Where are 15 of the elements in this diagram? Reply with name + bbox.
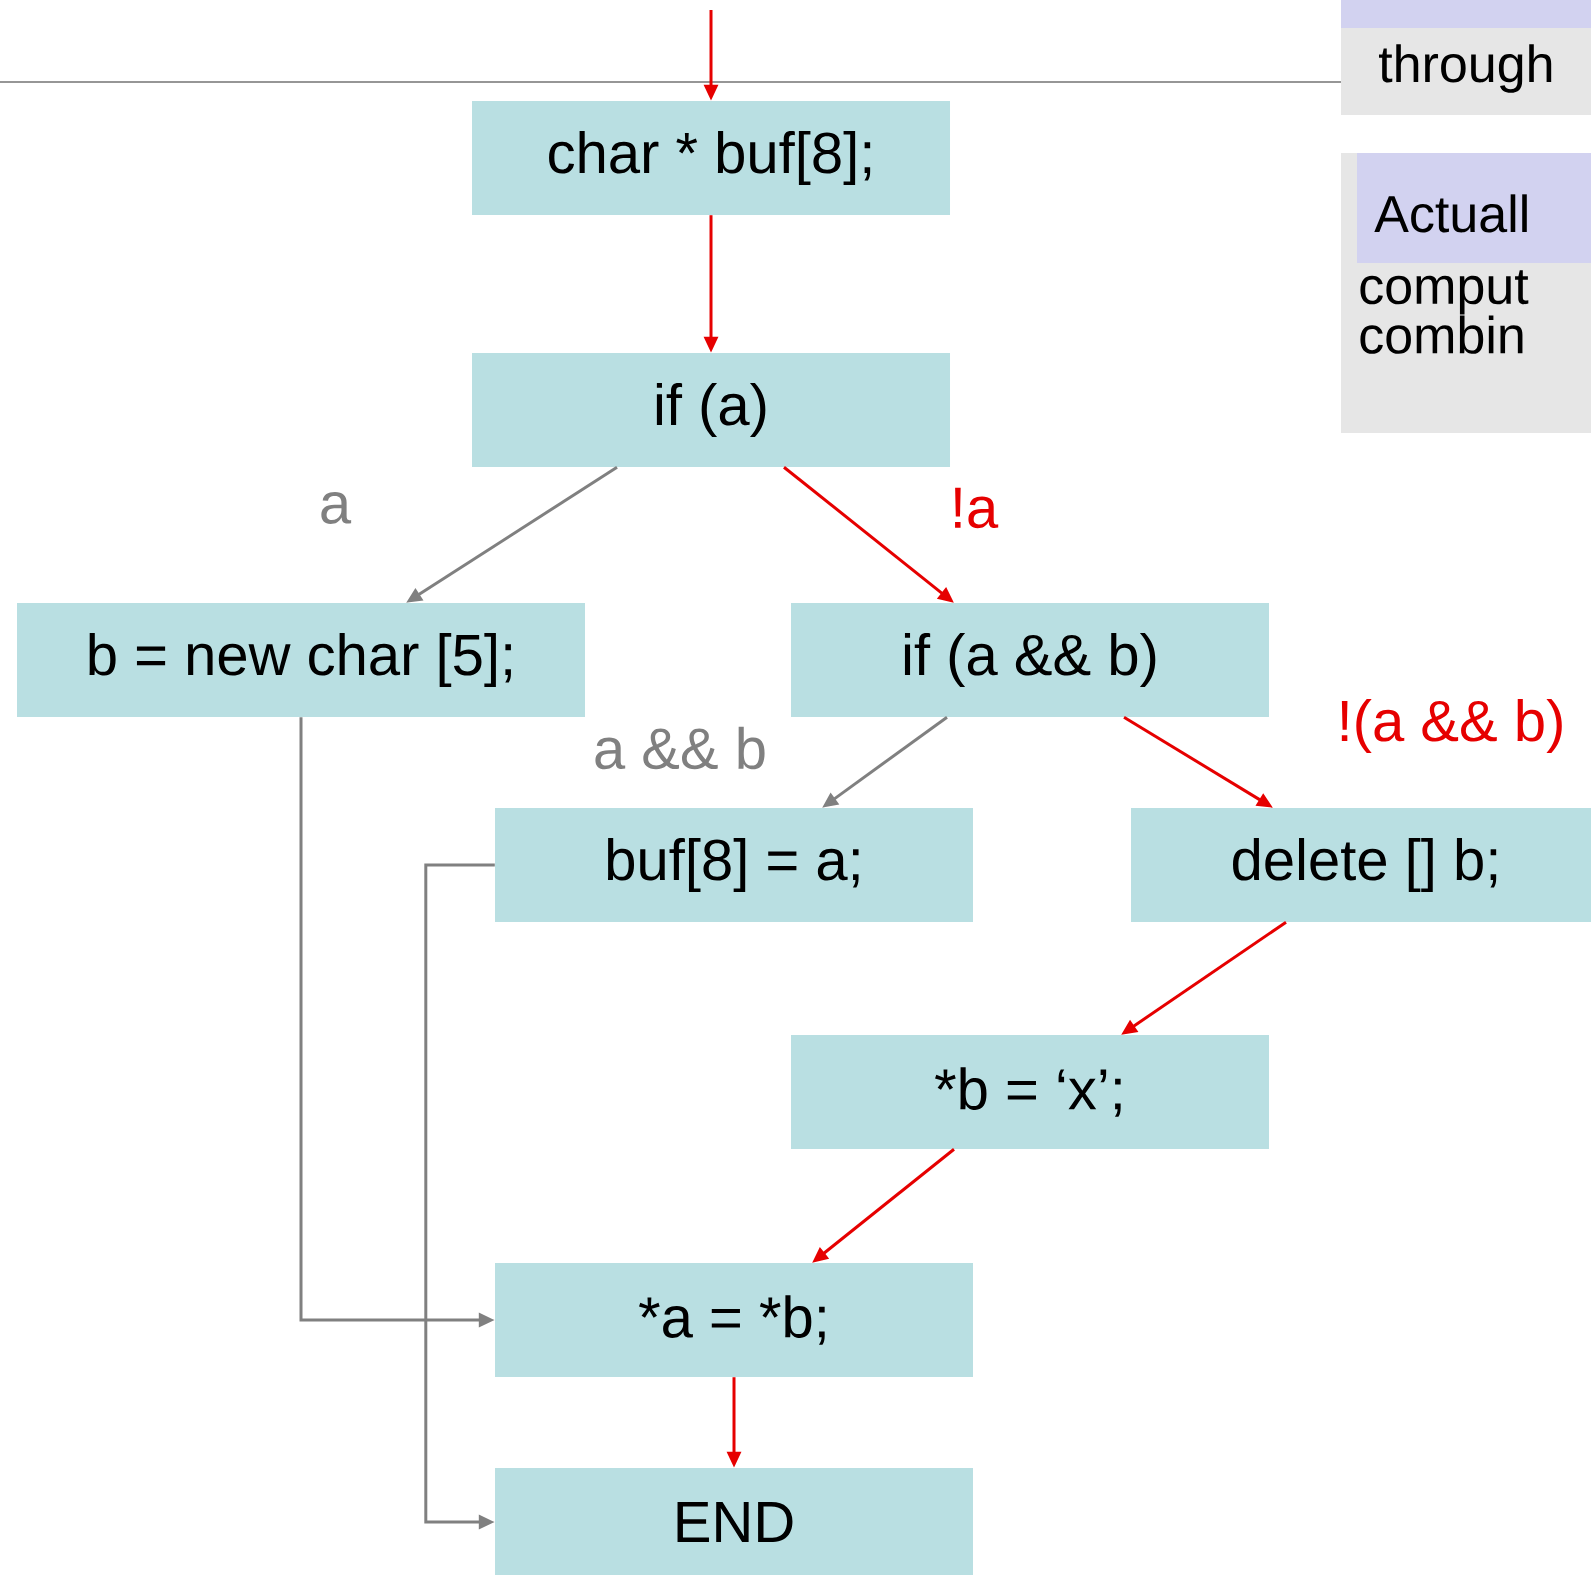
process-box: END [495, 1468, 973, 1575]
process-box: buf[8] = a; [495, 808, 973, 922]
process-box: if (a && b) [791, 603, 1269, 717]
process-box: *b = ‘x’; [791, 1035, 1269, 1149]
text-panel: through [1341, 0, 1591, 115]
process-box: b = new char [5]; [17, 603, 585, 717]
edge-label: a && b [595, 726, 765, 770]
edge-label: !(a && b) [1341, 699, 1562, 754]
edge-label: a [321, 492, 352, 524]
process-box: if (a) [472, 353, 950, 467]
edge-label: !a [955, 487, 999, 529]
process-box: delete [] b; [1131, 808, 1591, 922]
text-panel: Actuall comput combin [1341, 153, 1591, 433]
process-box: char * buf[8]; [472, 101, 950, 215]
process-box: *a = *b; [495, 1263, 973, 1377]
